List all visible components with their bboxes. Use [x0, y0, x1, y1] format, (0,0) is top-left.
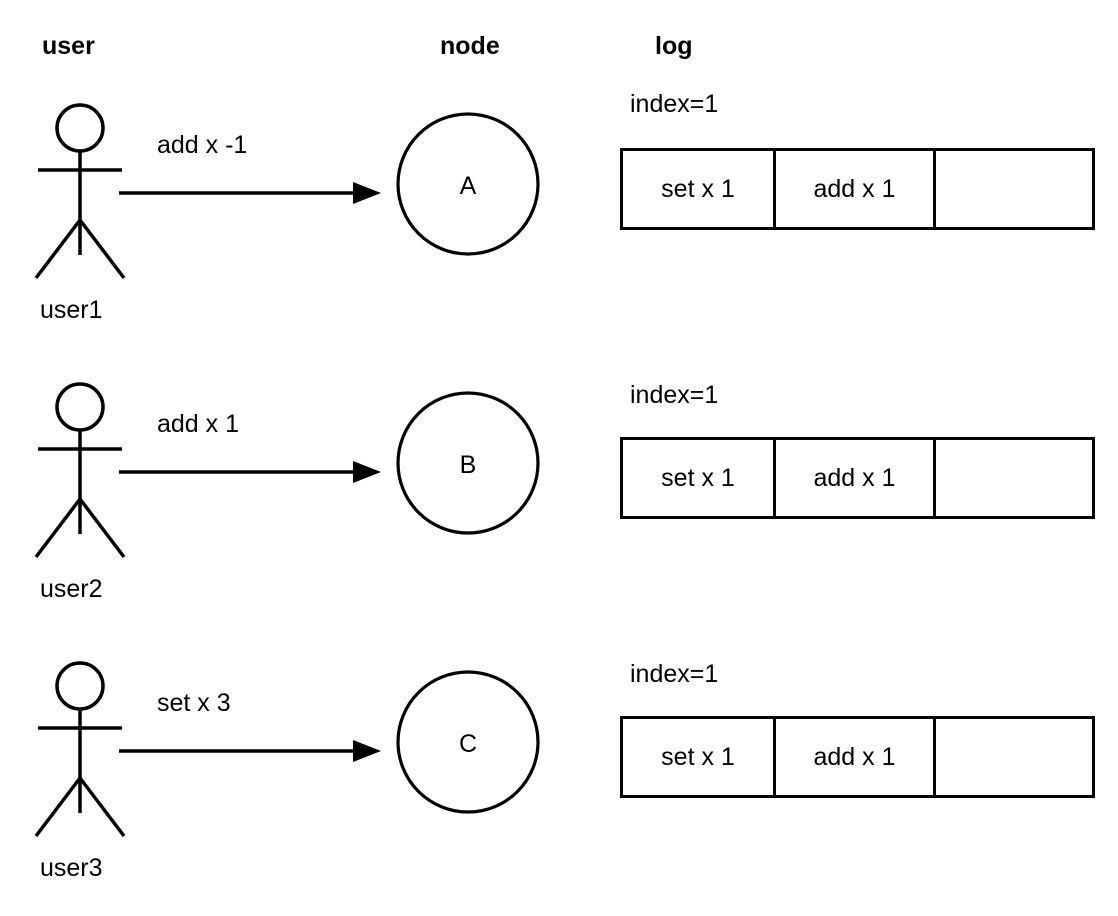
column-header-node: node — [440, 32, 500, 60]
log-entry-cell: add x 1 — [776, 719, 936, 795]
edge-label: add x 1 — [157, 410, 240, 438]
log-entry-cell-empty — [936, 151, 1092, 227]
log-entry-cell-empty — [936, 719, 1092, 795]
log-entry-cell: set x 1 — [623, 440, 776, 516]
edge-label: set x 3 — [157, 689, 231, 717]
log-table: set x 1 add x 1 — [620, 437, 1095, 519]
circle-node-icon — [396, 112, 540, 256]
circle-node-icon — [396, 391, 540, 535]
log-index-label: index=1 — [630, 381, 719, 409]
stick-figure-icon — [34, 382, 126, 559]
log-table: set x 1 add x 1 — [620, 716, 1095, 798]
stick-figure-icon — [34, 103, 126, 280]
arrow-icon — [119, 740, 381, 762]
log-entry-cell-empty — [936, 440, 1092, 516]
actor-label: user3 — [40, 854, 103, 882]
log-entry-cell: set x 1 — [623, 719, 776, 795]
log-entry-cell: set x 1 — [623, 151, 776, 227]
edge-label: add x -1 — [157, 131, 248, 159]
circle-node-icon — [396, 670, 540, 814]
node-label: B — [459, 451, 477, 479]
log-entry-cell: add x 1 — [776, 440, 936, 516]
arrow-icon — [119, 461, 381, 483]
stick-figure-icon — [34, 661, 126, 838]
log-entry-cell: add x 1 — [776, 151, 936, 227]
actor-label: user2 — [40, 575, 103, 603]
log-index-label: index=1 — [630, 90, 719, 118]
arrow-icon — [119, 182, 381, 204]
column-header-log: log — [655, 32, 693, 60]
actor-label: user1 — [40, 296, 103, 324]
log-index-label: index=1 — [630, 660, 719, 688]
log-table: set x 1 add x 1 — [620, 148, 1095, 230]
node-label: C — [458, 730, 478, 758]
column-header-user: user — [42, 32, 95, 60]
node-label: A — [459, 172, 477, 200]
